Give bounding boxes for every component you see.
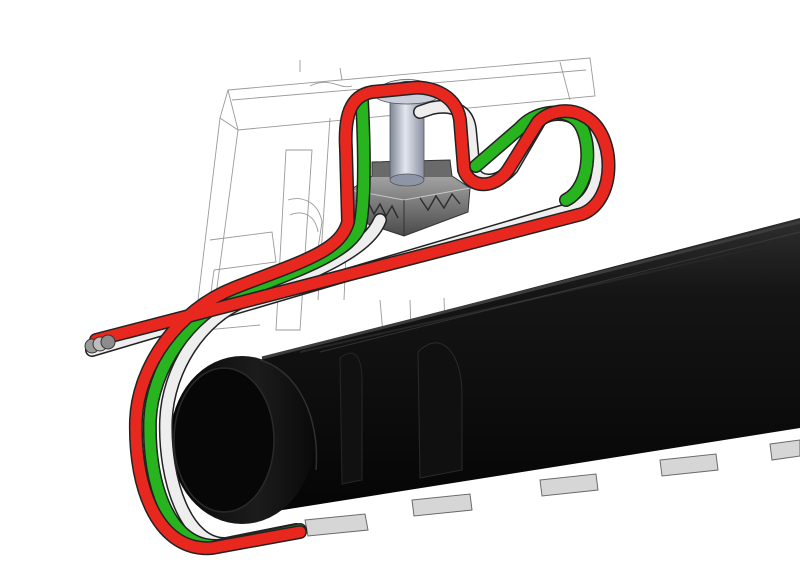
wire-ends <box>84 334 116 354</box>
wire-red <box>89 80 616 556</box>
foot-blocks <box>304 439 800 537</box>
extrusion-tube <box>170 218 800 524</box>
wire-bundle <box>84 80 616 556</box>
